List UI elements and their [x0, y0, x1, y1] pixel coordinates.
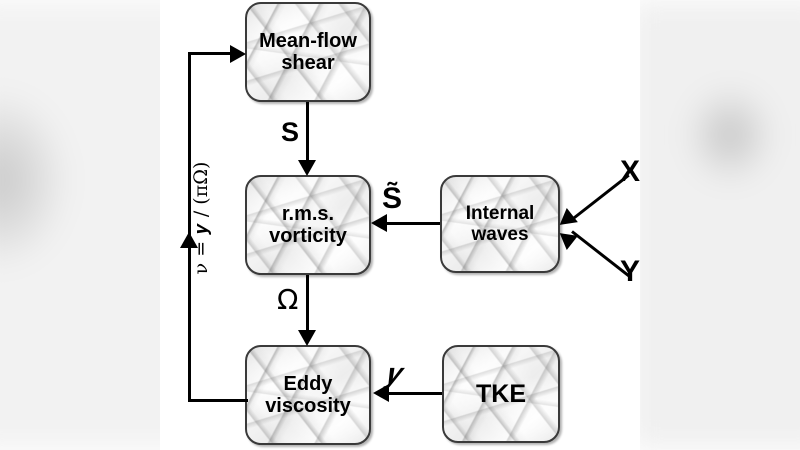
- edge-vorticity-to-eddy-arrowhead: [298, 330, 316, 346]
- edge-label-feedback: ν = 𝒚 / (πΩ): [190, 161, 212, 275]
- node-mean-flow-shear-line2: shear: [281, 52, 335, 74]
- edge-shear-to-vorticity-arrowhead: [298, 160, 316, 176]
- node-internal-waves-label: Internal waves: [466, 203, 535, 246]
- node-rms-vorticity-label: r.m.s. vorticity: [269, 203, 347, 248]
- node-mean-flow-shear-line1: Mean-flow: [259, 29, 357, 52]
- edge-waves-to-vorticity-arrowhead: [371, 214, 387, 232]
- edge-tke-to-eddy-shaft: [389, 392, 442, 395]
- node-eddy-viscosity-line1: Eddy: [283, 372, 333, 395]
- node-tke[interactable]: TKE: [442, 345, 560, 443]
- blurred-backdrop-right: [630, 0, 800, 450]
- diagram-canvas: Mean-flow shear r.m.s. vorticity Interna…: [160, 0, 640, 450]
- node-internal-waves-line1: Internal: [465, 202, 535, 224]
- edge-label-s: S: [281, 117, 300, 147]
- node-internal-waves-line2: waves: [471, 224, 529, 245]
- node-internal-waves[interactable]: Internal waves: [440, 175, 560, 273]
- node-eddy-viscosity-line2: viscosity: [265, 395, 351, 417]
- edge-feedback-bottom-segment: [188, 399, 248, 402]
- node-eddy-viscosity-label: Eddy viscosity: [265, 373, 351, 418]
- node-mean-flow-shear-label: Mean-flow shear: [259, 30, 357, 75]
- edge-vorticity-to-eddy-shaft: [306, 275, 309, 335]
- edge-feedback-vertical-segment: [188, 52, 191, 401]
- edge-waves-to-vorticity-shaft: [387, 222, 440, 225]
- node-tke-label: TKE: [476, 380, 526, 408]
- node-rms-vorticity-line1: r.m.s.: [281, 202, 335, 225]
- node-rms-vorticity[interactable]: r.m.s. vorticity: [245, 175, 371, 275]
- edge-label-s-tilde: S̃: [382, 182, 403, 215]
- edge-feedback-midpoint-arrowhead: [180, 232, 198, 248]
- edge-label-omega: Ω: [277, 283, 299, 316]
- edge-label-script-k: 𝒚: [384, 357, 402, 390]
- node-rms-vorticity-line2: vorticity: [269, 225, 347, 247]
- edge-label-y: Y: [620, 255, 641, 288]
- edge-shear-to-vorticity-shaft: [306, 102, 309, 164]
- edge-feedback-arrowhead: [230, 45, 246, 63]
- edge-feedback-top-segment: [188, 52, 234, 55]
- node-mean-flow-shear[interactable]: Mean-flow shear: [245, 2, 371, 102]
- node-eddy-viscosity[interactable]: Eddy viscosity: [245, 345, 371, 445]
- edge-tke-to-eddy-arrowhead: [373, 384, 389, 402]
- edge-label-x: X: [620, 155, 641, 188]
